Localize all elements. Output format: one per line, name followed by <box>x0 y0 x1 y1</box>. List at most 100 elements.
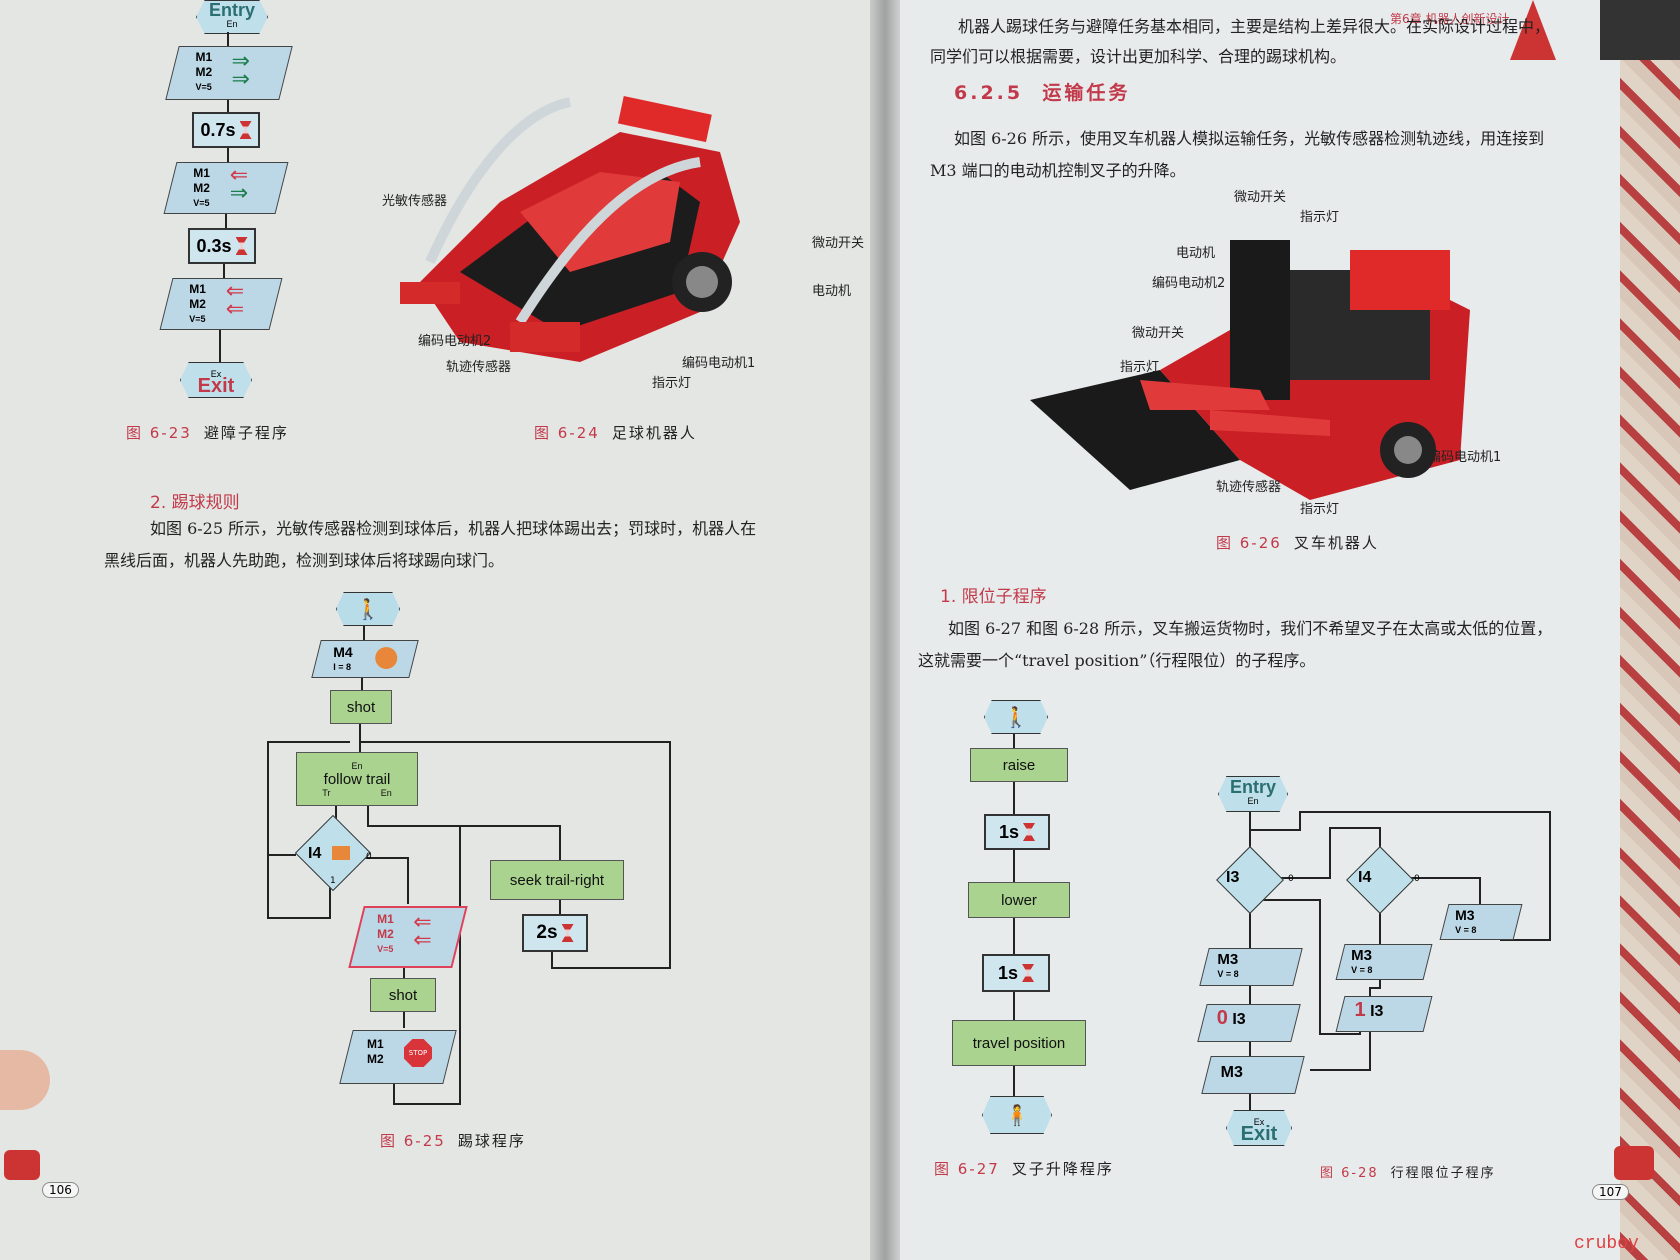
m3-label: M3 <box>1217 951 1239 968</box>
exit-terminal: Ex Exit <box>1226 1110 1292 1146</box>
hourglass-icon <box>235 237 248 255</box>
turn-arrows-icon: ⇐⇒ <box>229 163 249 206</box>
wait-block-2: 0.3s <box>188 228 256 264</box>
figure-number: 图 6-26 <box>1216 534 1282 552</box>
wait-time: 2s <box>536 922 558 943</box>
page-number-left: 106 <box>42 1182 79 1198</box>
tr-label: Tr <box>322 787 331 798</box>
figure-title: 行程限位子程序 <box>1390 1166 1496 1181</box>
shot-block-1: shot <box>330 690 392 724</box>
lower-block: lower <box>968 882 1070 918</box>
speed-label: V = 8 <box>1351 965 1373 975</box>
entry-sub-label: En <box>226 19 238 29</box>
figure-number: 图 6-23 <box>126 424 192 442</box>
section-title: 运输任务 <box>1042 82 1131 104</box>
figure-number: 图 6-24 <box>534 424 600 442</box>
figure-6-28-caption: 图 6-28 行程限位子程序 <box>1320 1162 1496 1181</box>
figure-title: 避障子程序 <box>203 424 289 442</box>
figure-number: 图 6-27 <box>934 1160 1000 1178</box>
motor-turn-block: M1 M2 V=5 ⇐⇒ <box>163 162 289 214</box>
entry-sub-label: En <box>1247 796 1259 806</box>
i3-label: I3 <box>1226 869 1240 886</box>
figure-number: 图 6-28 <box>1320 1166 1379 1181</box>
follow-en-label: En <box>351 760 363 771</box>
paragraph-line-4: 这就需要一个“travel position”（行程限位）的子程序。 <box>918 651 1316 670</box>
end-terminal: 🧍 <box>982 1096 1052 1134</box>
book-spine <box>870 0 900 1260</box>
subsection-heading: 1. 限位子程序 <box>940 587 1047 607</box>
label-light-sensor: 光敏传感器 <box>382 194 448 209</box>
start-figure-icon: 🚶 <box>1003 706 1029 729</box>
start-figure-icon: 🚶 <box>355 598 381 621</box>
label-indicator-top: 指示灯 <box>1300 210 1340 225</box>
entry-terminal: Entry En <box>196 0 268 34</box>
background-fabric <box>1620 0 1680 1260</box>
speed-label: V = 8 <box>1455 925 1477 935</box>
label-micro-switch-top: 微动开关 <box>1234 190 1287 205</box>
hourglass-icon <box>1022 964 1035 982</box>
start-terminal: 🚶 <box>984 700 1048 734</box>
section-number: 6.2.5 <box>954 82 1024 104</box>
branch-0-label: 0 <box>1414 874 1420 884</box>
label-encoder-motor-1: 编码电动机1 <box>1428 450 1502 465</box>
exit-label: Exit <box>197 375 235 397</box>
wait-block-1: 1s <box>984 814 1050 850</box>
paragraph-line-2: M3 端口的电动机控制叉子的升降。 <box>930 161 1186 180</box>
top-line-2: 同学们可以根据需要，设计出更加科学、合理的踢球机构。 <box>930 47 1347 66</box>
entry-terminal: Entry En <box>1218 776 1288 812</box>
forklift-robot-illustration <box>1030 240 1470 500</box>
travel-position-block: travel position <box>952 1020 1086 1066</box>
raise-block: raise <box>970 748 1068 782</box>
i4-label: I4 <box>1358 869 1372 886</box>
figure-number: 图 6-25 <box>380 1132 446 1150</box>
robot-logo-icon <box>1614 1146 1654 1180</box>
thumb <box>0 1050 50 1110</box>
wait-time-2: 0.3s <box>196 235 232 256</box>
motor-reverse-block-highlighted: M1 M2 V=5 ⇐⇐ <box>348 906 468 968</box>
i4-label: I4 <box>308 845 322 862</box>
motor-reverse-block: M1 M2 V=5 ⇐⇐ <box>159 278 283 330</box>
paragraph-line-1: 如图 6-26 所示，使用叉车机器人模拟运输任务，光敏传感器检测轨迹线，用连接到 <box>954 129 1545 148</box>
soccer-robot-illustration <box>400 95 740 362</box>
right-connectors <box>1013 732 1551 1110</box>
wait-2s-block: 2s <box>522 914 588 952</box>
label-encoder-motor-2: 编码电动机2 <box>418 334 492 349</box>
wait-time-1: 0.7s <box>200 119 236 140</box>
label-indicator-left: 指示灯 <box>1120 360 1160 375</box>
section-heading: 6.2.5 运输任务 <box>954 78 1130 105</box>
figure-6-27-caption: 图 6-27 叉子升降程序 <box>934 1158 1114 1179</box>
figure-title: 足球机器人 <box>611 424 697 442</box>
exit-sub-label: Ex <box>1253 1117 1265 1127</box>
figure-title: 踢球程序 <box>457 1132 526 1150</box>
hourglass-icon <box>561 924 574 942</box>
motor-forward-block: M1 M2 V=5 ⇒⇒ <box>165 46 293 100</box>
wait-block-1: 0.7s <box>192 112 260 148</box>
entry-label: Entry <box>1229 777 1276 797</box>
figure-6-24-caption: 图 6-24 足球机器人 <box>534 422 697 443</box>
label-micro-switch: 微动开关 <box>812 236 865 251</box>
hourglass-icon <box>1023 823 1036 841</box>
exit-terminal: Ex Exit <box>180 362 252 398</box>
m3-label: M3 <box>1455 907 1475 923</box>
exit-sub-label: Ex <box>210 369 222 379</box>
figure-title: 叉车机器人 <box>1293 534 1379 552</box>
figure-title: 叉子升降程序 <box>1011 1160 1114 1178</box>
follow-trail-label: follow trail <box>323 770 391 788</box>
running-header: 第6章 机器人创新设计 <box>1390 12 1510 26</box>
wait-time-2: 1s <box>997 962 1019 983</box>
m4-label: M4 <box>333 644 353 660</box>
exit-label: Exit <box>1240 1123 1278 1145</box>
figure-6-23-caption: 图 6-23 避障子程序 <box>126 422 289 443</box>
counter-set-block: 1 I3 <box>1335 996 1433 1032</box>
top-line-1: 机器人踢球任务与避障任务基本相同，主要是结构上差异很大。在实际设计过程中， <box>958 17 1551 36</box>
reverse-arrows-icon: ⇐⇐ <box>413 910 432 953</box>
speed-label: V = 8 <box>1217 969 1239 979</box>
label-indicator-bottom: 指示灯 <box>1300 502 1340 517</box>
page-number-right: 107 <box>1592 1184 1629 1200</box>
paragraph-line-1: 如图 6-25 所示，光敏传感器检测到球体后，机器人把球体踢出去；罚球时，机器人… <box>150 519 757 538</box>
subsection-heading: 2. 踢球规则 <box>150 493 240 513</box>
entry-label: Entry <box>208 0 255 20</box>
